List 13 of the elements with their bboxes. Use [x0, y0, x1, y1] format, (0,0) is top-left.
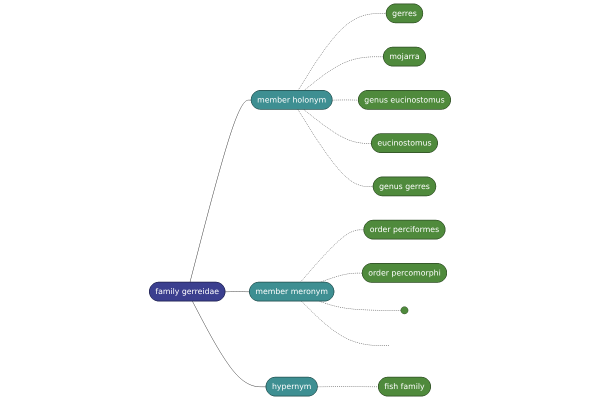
connector — [190, 100, 252, 283]
connector — [304, 109, 372, 144]
connector — [300, 230, 364, 283]
connector — [298, 109, 374, 187]
connector — [192, 301, 266, 388]
connector — [304, 56, 384, 91]
connector — [319, 272, 363, 283]
connector — [225, 291, 250, 292]
node-circle — [400, 306, 408, 314]
connector — [298, 13, 387, 91]
connector — [319, 301, 402, 311]
connector — [301, 301, 390, 346]
connector — [317, 386, 379, 388]
